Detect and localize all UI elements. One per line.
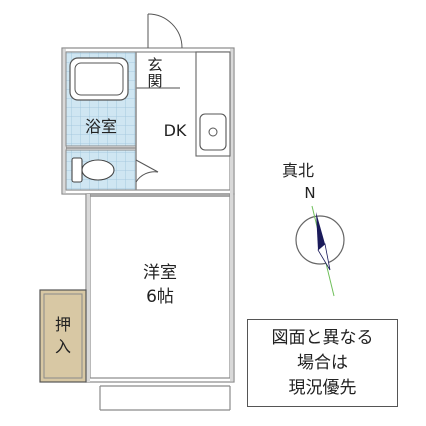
compass-needle-tail-icon: [317, 243, 331, 271]
wall-fill: [62, 48, 234, 382]
bathroom-door: [135, 159, 159, 183]
balcony: [99, 385, 231, 411]
closet: [39, 289, 87, 383]
floor-plan-note: 図面と異なる 場合は 現況優先: [247, 319, 398, 407]
closet-inner: [43, 293, 83, 379]
note-line-3: 現況優先: [288, 377, 357, 398]
bathtub: [69, 57, 129, 101]
entrance-label-1: 玄: [147, 56, 162, 74]
western-room-label: 洋室: [143, 263, 177, 283]
closet-label-1: 押: [55, 315, 71, 334]
kitchen-label: DK: [164, 121, 187, 140]
partitions: [66, 52, 230, 197]
closet-label-2: 入: [55, 337, 71, 356]
bathroom-label: 浴室: [85, 117, 117, 136]
kitchen-sink: [199, 113, 227, 151]
entrance-label-2: 関: [147, 72, 162, 90]
compass-label: 真北: [282, 161, 314, 180]
sink-drain: [208, 127, 218, 137]
toilet: [71, 157, 115, 183]
compass-needle-icon: [316, 212, 325, 250]
western-room-size-label: 6帖: [146, 287, 174, 307]
entrance-door: [147, 13, 183, 49]
compass-north-letter: N: [304, 184, 315, 202]
bathtub-inner: [74, 62, 124, 96]
note-line-2: 場合は: [297, 352, 348, 373]
note-line-1: 図面と異なる: [271, 327, 374, 348]
